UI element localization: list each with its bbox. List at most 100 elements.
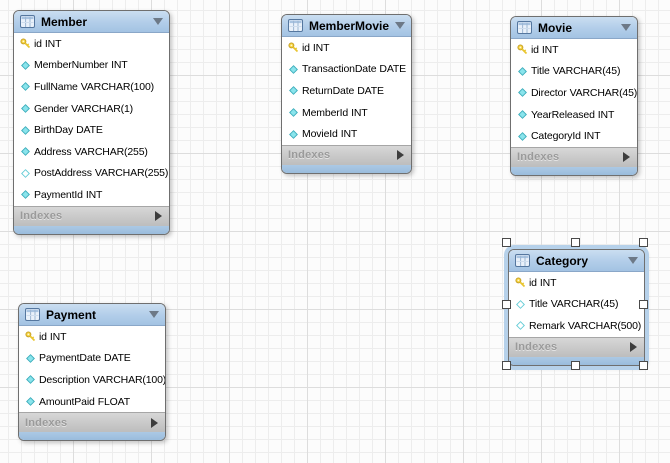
column-type: VARCHAR(45) [550, 298, 619, 311]
table-title: Category [536, 253, 589, 268]
column-row[interactable]: ReturnDate DATE [282, 80, 411, 102]
chevron-down-icon[interactable] [149, 311, 159, 318]
column-row[interactable]: CategoryId INT [511, 125, 637, 147]
table-category-header[interactable]: Category [509, 250, 644, 272]
column-type: INT [111, 59, 128, 72]
table-title: Movie [538, 20, 573, 35]
column-name: id [39, 330, 47, 343]
table-movie-columns: id INT Title VARCHAR(45) Director VARCHA… [511, 39, 637, 147]
column-type: INT [583, 130, 601, 143]
table-category-columns: id INT Title VARCHAR(45) Remark VARCHAR(… [509, 272, 644, 337]
column-row[interactable]: MemberId INT [282, 102, 411, 124]
table-movie[interactable]: Movie id INT Title VARCHAR(45) Director … [510, 16, 638, 176]
table-payment[interactable]: Payment id INT PaymentDate DATE Descript… [18, 303, 166, 442]
not-null-diamond-icon [516, 110, 528, 120]
column-row[interactable]: PaymentDate DATE [19, 348, 165, 370]
table-membermovie[interactable]: MemberMovie id INT TransactionDate DATE … [281, 14, 412, 174]
indexes-bar[interactable]: Indexes [19, 412, 165, 433]
column-row[interactable]: id INT [282, 37, 411, 59]
not-null-diamond-icon [287, 108, 299, 118]
selection-handle[interactable] [502, 238, 511, 247]
column-row[interactable]: MemberNumber INT [14, 55, 169, 77]
column-name: PaymentId [34, 188, 83, 201]
column-name: MovieId [302, 128, 338, 141]
column-name: Director [531, 86, 567, 99]
column-name: FullName [34, 80, 78, 93]
selection-handle[interactable] [571, 361, 580, 370]
column-row[interactable]: AmountPaid FLOAT [19, 391, 165, 413]
column-row[interactable]: id INT [509, 272, 644, 294]
indexes-label: Indexes [20, 210, 63, 223]
selection-handle[interactable] [502, 361, 511, 370]
column-name: MemberId [302, 106, 349, 119]
column-name: CategoryId [531, 130, 581, 143]
selection-handle[interactable] [639, 300, 648, 309]
chevron-down-icon[interactable] [621, 24, 631, 31]
column-type: FLOAT [97, 395, 131, 408]
column-type: VARCHAR(255) [94, 167, 169, 180]
table-title: Payment [46, 307, 97, 322]
selection-handle[interactable] [639, 238, 648, 247]
column-name: Title [531, 65, 550, 78]
column-type: DATE [357, 84, 384, 97]
column-row[interactable]: id INT [19, 326, 165, 348]
selection-handle[interactable] [502, 300, 511, 309]
column-name: PaymentDate [39, 352, 101, 365]
column-row[interactable]: Remark VARCHAR(500) [509, 315, 644, 337]
table-title: MemberMovie [309, 18, 389, 33]
column-type: VARCHAR(255) [74, 145, 148, 158]
chevron-down-icon[interactable] [395, 22, 405, 29]
column-type: DATE [76, 124, 103, 137]
table-icon [288, 19, 303, 32]
column-row[interactable]: Gender VARCHAR(1) [14, 98, 169, 120]
nullable-diamond-icon [514, 299, 526, 309]
column-row[interactable]: BirthDay DATE [14, 119, 169, 141]
column-row[interactable]: PostAddress VARCHAR(255) [14, 163, 169, 185]
table-category[interactable]: Category id INT Title VARCHAR(45) Remark… [508, 249, 645, 366]
table-icon [515, 254, 530, 267]
table-bottom-strip [509, 356, 644, 365]
column-row[interactable]: Description VARCHAR(100) [19, 369, 165, 391]
column-row[interactable]: id INT [511, 39, 637, 61]
column-row[interactable]: MovieId INT [282, 123, 411, 145]
not-null-diamond-icon [19, 125, 31, 135]
table-payment-columns: id INT PaymentDate DATE Description VARC… [19, 326, 165, 413]
table-member-columns: id INT MemberNumber INT FullName VARCHAR… [14, 33, 169, 206]
column-row[interactable]: FullName VARCHAR(100) [14, 76, 169, 98]
table-member-header[interactable]: Member [14, 11, 169, 33]
not-null-diamond-icon [24, 375, 36, 385]
column-type: VARCHAR(100) [92, 373, 165, 386]
column-row[interactable]: id INT [14, 33, 169, 55]
column-type: VARCHAR(45) [569, 86, 637, 99]
indexes-bar[interactable]: Indexes [511, 146, 637, 167]
column-row[interactable]: Title VARCHAR(45) [511, 61, 637, 83]
column-row[interactable]: TransactionDate DATE [282, 59, 411, 81]
column-name: BirthDay [34, 124, 74, 137]
chevron-down-icon[interactable] [628, 257, 638, 264]
selection-handle[interactable] [639, 361, 648, 370]
table-member[interactable]: Member id INT MemberNumber INT FullName … [13, 10, 170, 235]
column-name: TransactionDate [302, 63, 377, 76]
column-type: VARCHAR(100) [80, 80, 155, 93]
not-null-diamond-icon [516, 131, 528, 141]
table-membermovie-header[interactable]: MemberMovie [282, 15, 411, 37]
column-row[interactable]: YearReleased INT [511, 104, 637, 126]
indexes-bar[interactable]: Indexes [282, 144, 411, 165]
chevron-down-icon[interactable] [153, 18, 163, 25]
table-payment-header[interactable]: Payment [19, 304, 165, 326]
indexes-bar[interactable]: Indexes [509, 336, 644, 357]
column-row[interactable]: Director VARCHAR(45) [511, 82, 637, 104]
column-row[interactable]: Title VARCHAR(45) [509, 294, 644, 316]
table-movie-header[interactable]: Movie [511, 17, 637, 39]
table-icon [25, 308, 40, 321]
expand-right-icon [155, 211, 162, 222]
column-row[interactable]: Address VARCHAR(255) [14, 141, 169, 163]
column-row[interactable]: PaymentId INT [14, 184, 169, 206]
column-name: MemberNumber [34, 59, 109, 72]
indexes-label: Indexes [515, 341, 558, 354]
indexes-bar[interactable]: Indexes [14, 205, 169, 226]
column-type: VARCHAR(1) [71, 102, 134, 115]
selection-handle[interactable] [571, 238, 580, 247]
column-type: INT [49, 330, 67, 343]
